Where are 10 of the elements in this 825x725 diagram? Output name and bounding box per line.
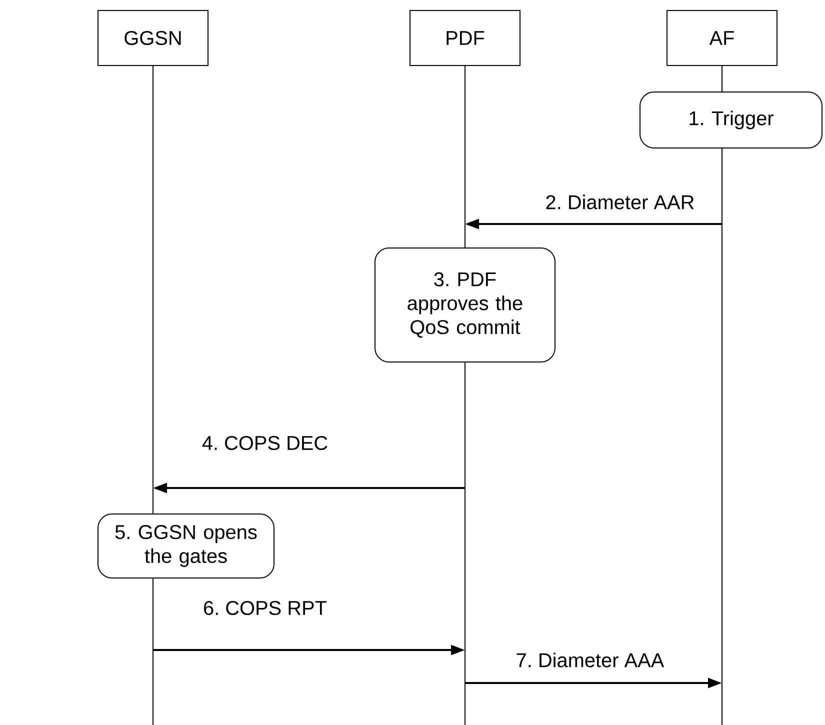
edge-label: 6. COPS RPT (204, 600, 327, 616)
process-box: 3. PDF approves the QoS commit (374, 248, 556, 362)
edge-label: 2. Diameter AAR (546, 194, 694, 210)
participant-box: GGSN (98, 10, 208, 66)
edge-label: 7. Diameter AAA (516, 652, 664, 668)
participant-box: PDF (410, 10, 520, 66)
process-box: 1. Trigger (640, 92, 822, 148)
participant-box: AF (666, 10, 778, 66)
edge-label: 4. COPS DEC (202, 436, 328, 450)
process-box: 5. GGSN opens the gates (98, 514, 274, 578)
